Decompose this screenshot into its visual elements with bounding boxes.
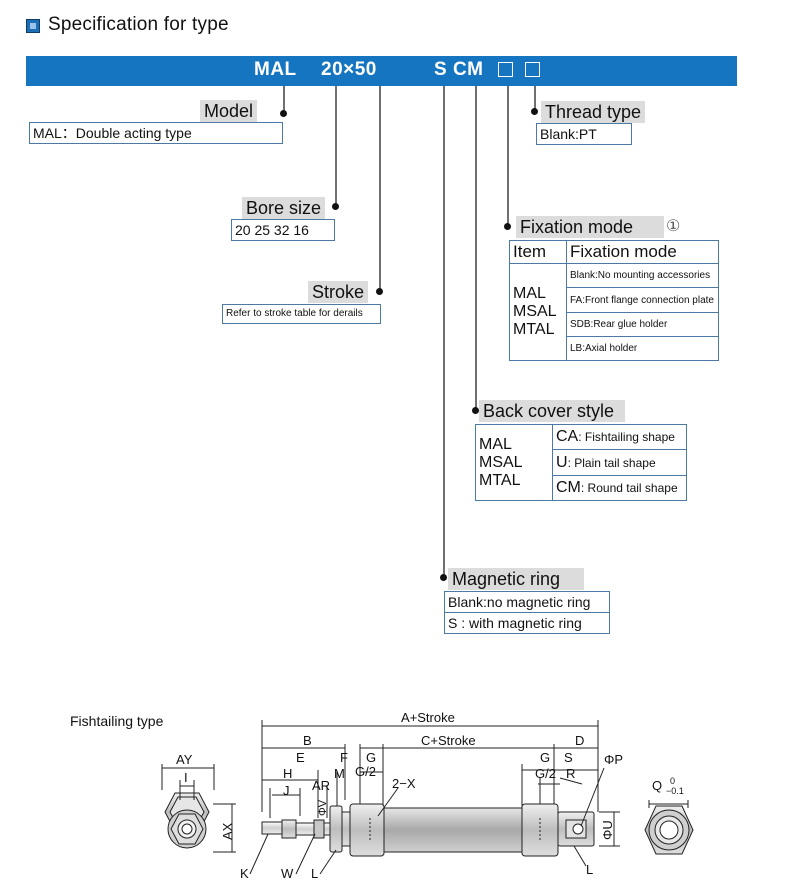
dim-l-right: L: [586, 862, 593, 877]
dim-l: L: [311, 866, 318, 881]
bore-dot: [332, 203, 339, 210]
stroke-dot: [376, 288, 383, 295]
dim-m: M: [334, 766, 345, 781]
magnetic-dot: [440, 574, 447, 581]
dim-j: J: [283, 783, 290, 798]
dim-g-half: G/2: [355, 764, 376, 779]
dim-k: K: [240, 866, 249, 881]
back-cover-row: CA: Fishtailing shape: [552, 424, 687, 450]
dim-phi-p: ΦP: [604, 752, 623, 767]
rear-end-view: [644, 800, 694, 855]
magnetic-table: Blank:no magnetic ring S : with magnetic…: [444, 591, 610, 634]
fixation-col-item: Item: [509, 240, 567, 264]
page-title: Specification for type: [48, 14, 229, 35]
placeholder-box-1: [498, 62, 513, 77]
fixation-row: SDB:Rear glue holder: [566, 312, 719, 337]
model-dot: [280, 110, 287, 117]
back-cover-items: MAL MSAL MTAL: [475, 424, 553, 501]
dim-r: R: [566, 766, 575, 781]
dim-ax: AX: [220, 822, 235, 840]
bore-value: 20 25 32 16: [231, 219, 335, 241]
back-cover-row: U: Plain tail shape: [552, 449, 687, 476]
thread-value: Blank:PT: [536, 123, 632, 145]
fixation-label: Fixation mode: [516, 216, 664, 238]
section-icon: [26, 19, 40, 33]
drawing-caption: Fishtailing type: [70, 713, 164, 729]
dim-c: C+Stroke: [421, 733, 476, 748]
dim-a: A+Stroke: [401, 710, 455, 725]
dim-s: S: [564, 750, 573, 765]
banner-code: S CM: [434, 59, 484, 80]
tol-top: 0: [670, 776, 675, 786]
banner-model: MAL: [254, 59, 297, 80]
fixation-row: LB:Axial holder: [566, 336, 719, 361]
bore-label: Bore size: [242, 197, 326, 219]
stroke-label: Stroke: [308, 281, 369, 303]
dim-h: H: [283, 766, 292, 781]
banner-size: 20×50: [321, 59, 377, 80]
dim-g-right: G: [540, 750, 550, 765]
dim-f: F: [340, 750, 348, 765]
dim-g-half-right: G/2: [535, 766, 556, 781]
back-cover-label: Back cover style: [479, 400, 625, 422]
dim-b: B: [303, 733, 312, 748]
model-value: MAL：Double acting type: [29, 122, 283, 144]
fixation-note: ①: [666, 218, 681, 235]
back-cover-dot: [472, 407, 479, 414]
magnetic-row: S : with magnetic ring: [444, 612, 610, 634]
fixation-dot: [504, 223, 511, 230]
magnetic-label: Magnetic ring: [448, 568, 584, 590]
front-end-view: [161, 764, 236, 853]
model-code-banner: MAL 20×50 S CM: [26, 56, 737, 86]
back-cover-item: MSAL: [479, 453, 523, 471]
dim-d: D: [575, 733, 584, 748]
dim-q: Q: [652, 778, 662, 793]
dim-ay: AY: [176, 752, 193, 767]
placeholder-box-2: [525, 62, 540, 77]
back-cover-item: MAL: [479, 435, 512, 453]
dim-phi-u: ΦU: [600, 820, 615, 840]
dim-g: G: [366, 750, 376, 765]
fixation-item: MAL: [513, 285, 546, 302]
dim-e: E: [296, 750, 305, 765]
fixation-item: MSAL: [513, 303, 557, 320]
model-label: Model: [200, 100, 258, 122]
dim-2x: 2−X: [392, 776, 416, 791]
fixation-table: Item Fixation mode MAL MSAL MTAL Blank:N…: [509, 240, 719, 361]
stroke-value: Refer to stroke table for derails: [222, 304, 381, 324]
back-cover-table: MAL MSAL MTAL CA: Fishtailing shape U: P…: [475, 424, 687, 501]
fixation-col-mode: Fixation mode: [566, 240, 719, 264]
magnetic-row: Blank:no magnetic ring: [444, 591, 610, 613]
tol-bottom: −0.1: [666, 786, 684, 796]
fixation-item: MTAL: [513, 321, 555, 338]
dim-ar: AR: [312, 778, 330, 793]
dim-i: I: [184, 770, 188, 785]
thread-label: Thread type: [541, 101, 646, 123]
dim-phi-v: ΦV: [317, 799, 329, 816]
back-cover-row: CM: Round tail shape: [552, 475, 687, 501]
dim-w: W: [281, 866, 294, 881]
back-cover-item: MTAL: [479, 471, 521, 489]
thread-dot: [531, 108, 538, 115]
